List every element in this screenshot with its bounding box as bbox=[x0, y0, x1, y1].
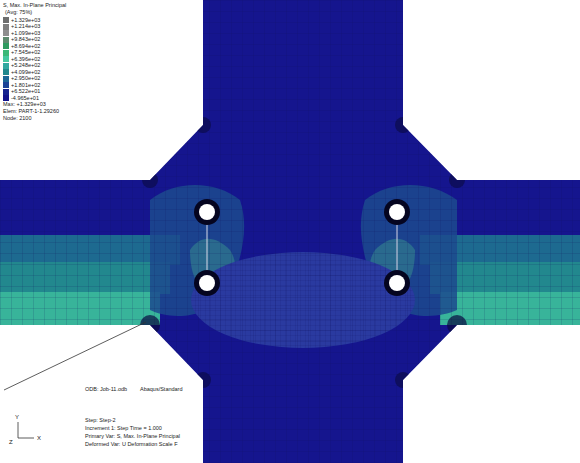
status-text: Increment 1: Step Time = 1.000 bbox=[85, 426, 162, 432]
legend-note: Max: +1.329e+03 bbox=[3, 102, 46, 108]
legend-value: +1.099e+03 bbox=[11, 31, 40, 37]
legend-swatch bbox=[3, 69, 9, 75]
legend-swatch bbox=[3, 76, 9, 82]
legend-value: +5.248e+02 bbox=[11, 63, 40, 69]
legend-swatch bbox=[3, 17, 9, 23]
legend-value: +9.843e+02 bbox=[11, 37, 40, 43]
legend-swatch bbox=[3, 30, 9, 36]
legend-swatch bbox=[3, 56, 9, 62]
legend-value: +1.329e+03 bbox=[11, 18, 40, 24]
legend-swatch bbox=[3, 82, 9, 88]
legend-value: +8.694e+02 bbox=[11, 44, 40, 50]
status-text: Step: Step-2 bbox=[85, 418, 116, 424]
axis-label: Z bbox=[9, 439, 13, 445]
legend-value: +6.522e+01 bbox=[11, 89, 40, 95]
status-text: Abaqus/Standard bbox=[140, 387, 183, 393]
legend-swatch bbox=[3, 63, 9, 69]
legend-swatch bbox=[3, 89, 9, 95]
legend-note: Elem: PART-1-1.29260 bbox=[3, 109, 59, 115]
legend-swatch bbox=[3, 50, 9, 56]
legend-value: +2.950e+02 bbox=[11, 76, 40, 82]
legend-value: +1.801e+02 bbox=[11, 83, 40, 89]
legend-swatch bbox=[3, 43, 9, 49]
legend-value: +6.396e+02 bbox=[11, 57, 40, 63]
legend-note: Node: 2100 bbox=[3, 116, 31, 122]
legend-swatch bbox=[3, 95, 9, 101]
legend-value: +7.545e+02 bbox=[11, 50, 40, 56]
status-text: Primary Var: S, Max. In-Plane Principal bbox=[85, 434, 180, 440]
axis-label: Y bbox=[15, 414, 19, 420]
legend-value: +4.099e+02 bbox=[11, 70, 40, 76]
legend-note: (Avg: 75%) bbox=[5, 10, 32, 16]
legend-value: -4.965e+01 bbox=[11, 96, 39, 102]
legend-swatch bbox=[3, 24, 9, 30]
status-text: ODB: Job-11.odb bbox=[85, 387, 127, 393]
legend-swatch bbox=[3, 37, 9, 43]
axis-label: X bbox=[37, 435, 41, 441]
legend-note: S, Max. In-Plane Principal bbox=[3, 3, 66, 9]
status-text: Deformed Var: U Deformation Scale F bbox=[85, 442, 178, 448]
legend-value: +1.214e+03 bbox=[11, 24, 40, 30]
